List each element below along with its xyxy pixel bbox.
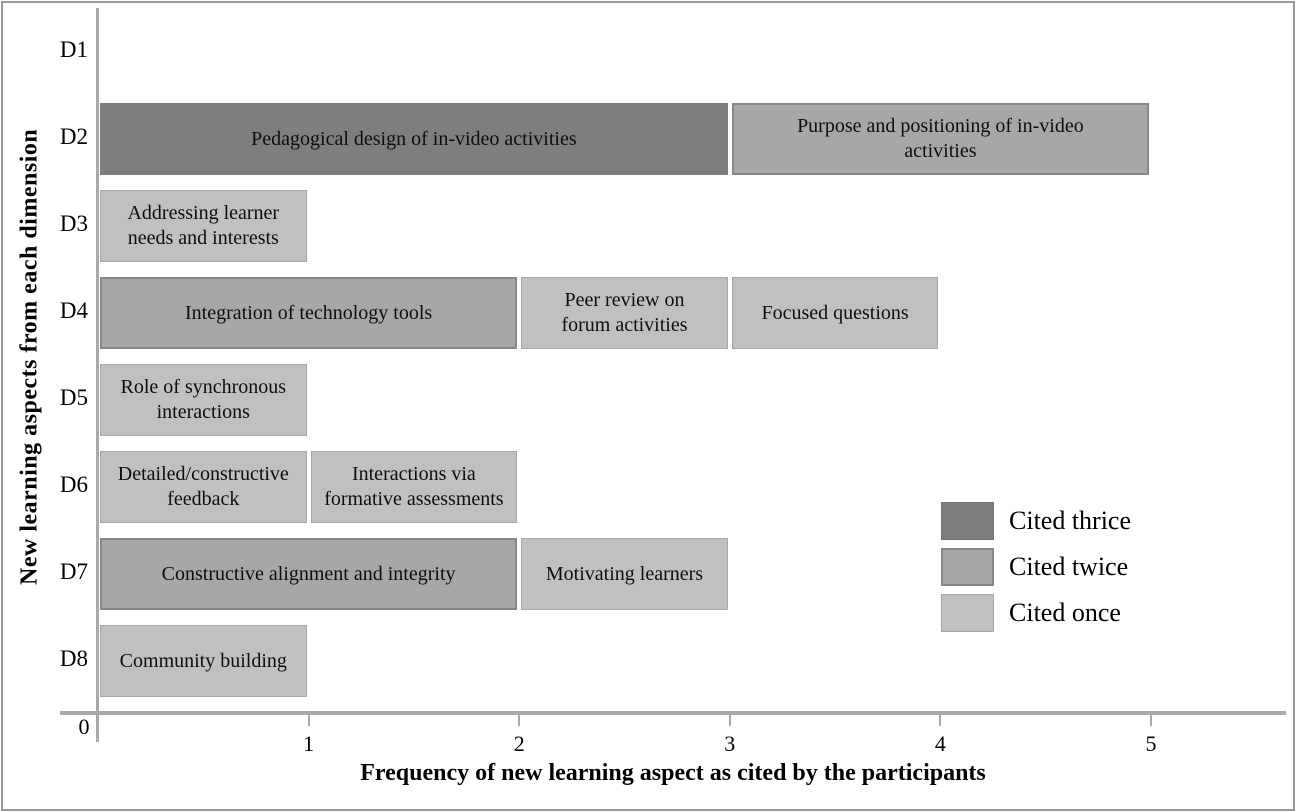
bar-segment-d2-1: Pedagogical design of in-video activitie… [100, 103, 728, 175]
x-tick-label-3: 3 [724, 731, 736, 756]
category-label-d2: D2 [59, 124, 88, 149]
x-tick-1 [307, 715, 310, 726]
legend-item-thrice: Cited thrice [941, 502, 1131, 540]
x-tick-label-4: 4 [934, 731, 946, 756]
x-axis-title: Frequency of new learning aspect as cite… [360, 760, 986, 786]
category-label-d7: D7 [59, 559, 88, 584]
legend-swatch-twice [941, 548, 994, 586]
legend-swatch-thrice [941, 502, 994, 540]
x-tick-4 [939, 715, 942, 726]
bar-segment-d4-3: Focused questions [731, 277, 939, 349]
x-tick-label-1: 1 [303, 731, 315, 756]
bar-segment-d8-1: Community building [100, 625, 307, 697]
x-axis-line [60, 711, 1286, 715]
bar-segment-d2-2: Purpose and positioning of in-video acti… [731, 103, 1149, 175]
legend-item-twice: Cited twice [941, 548, 1131, 586]
bar-segment-d4-2: Peer review on forum activities [521, 277, 728, 349]
category-label-d5: D5 [59, 385, 88, 410]
bar-segment-d5-1: Role of synchronous interactions [100, 364, 307, 436]
x-tick-label-2: 2 [513, 731, 525, 756]
x-tick-3 [728, 715, 731, 726]
bar-segment-d6-1: Detailed/constructive feedback [100, 451, 307, 523]
legend-label-once: Cited once [1009, 598, 1121, 627]
bar-segment-d7-2: Motivating learners [521, 538, 728, 610]
x-tick-2 [518, 715, 521, 726]
category-label-d3: D3 [59, 211, 88, 236]
x-tick-label-5: 5 [1145, 731, 1157, 756]
bar-segment-d4-1: Integration of technology tools [100, 277, 518, 349]
legend-label-twice: Cited twice [1009, 552, 1129, 581]
legend-label-thrice: Cited thrice [1009, 506, 1132, 535]
bar-segment-d3-1: Addressing learner needs and interests [100, 190, 307, 262]
bar-segment-d7-1: Constructive alignment and integrity [100, 538, 518, 610]
category-label-d4: D4 [59, 298, 88, 323]
bar-segment-d6-2: Interactions via formative assessments [310, 451, 518, 523]
y-axis-line [96, 8, 99, 742]
category-label-d6: D6 [59, 472, 88, 497]
legend-item-once: Cited once [941, 594, 1131, 632]
category-label-d1: D1 [59, 37, 88, 62]
legend-swatch-once [941, 594, 994, 632]
x-tick-label-0: 0 [78, 714, 90, 739]
category-label-d8: D8 [59, 646, 88, 671]
x-tick-5 [1150, 715, 1152, 726]
